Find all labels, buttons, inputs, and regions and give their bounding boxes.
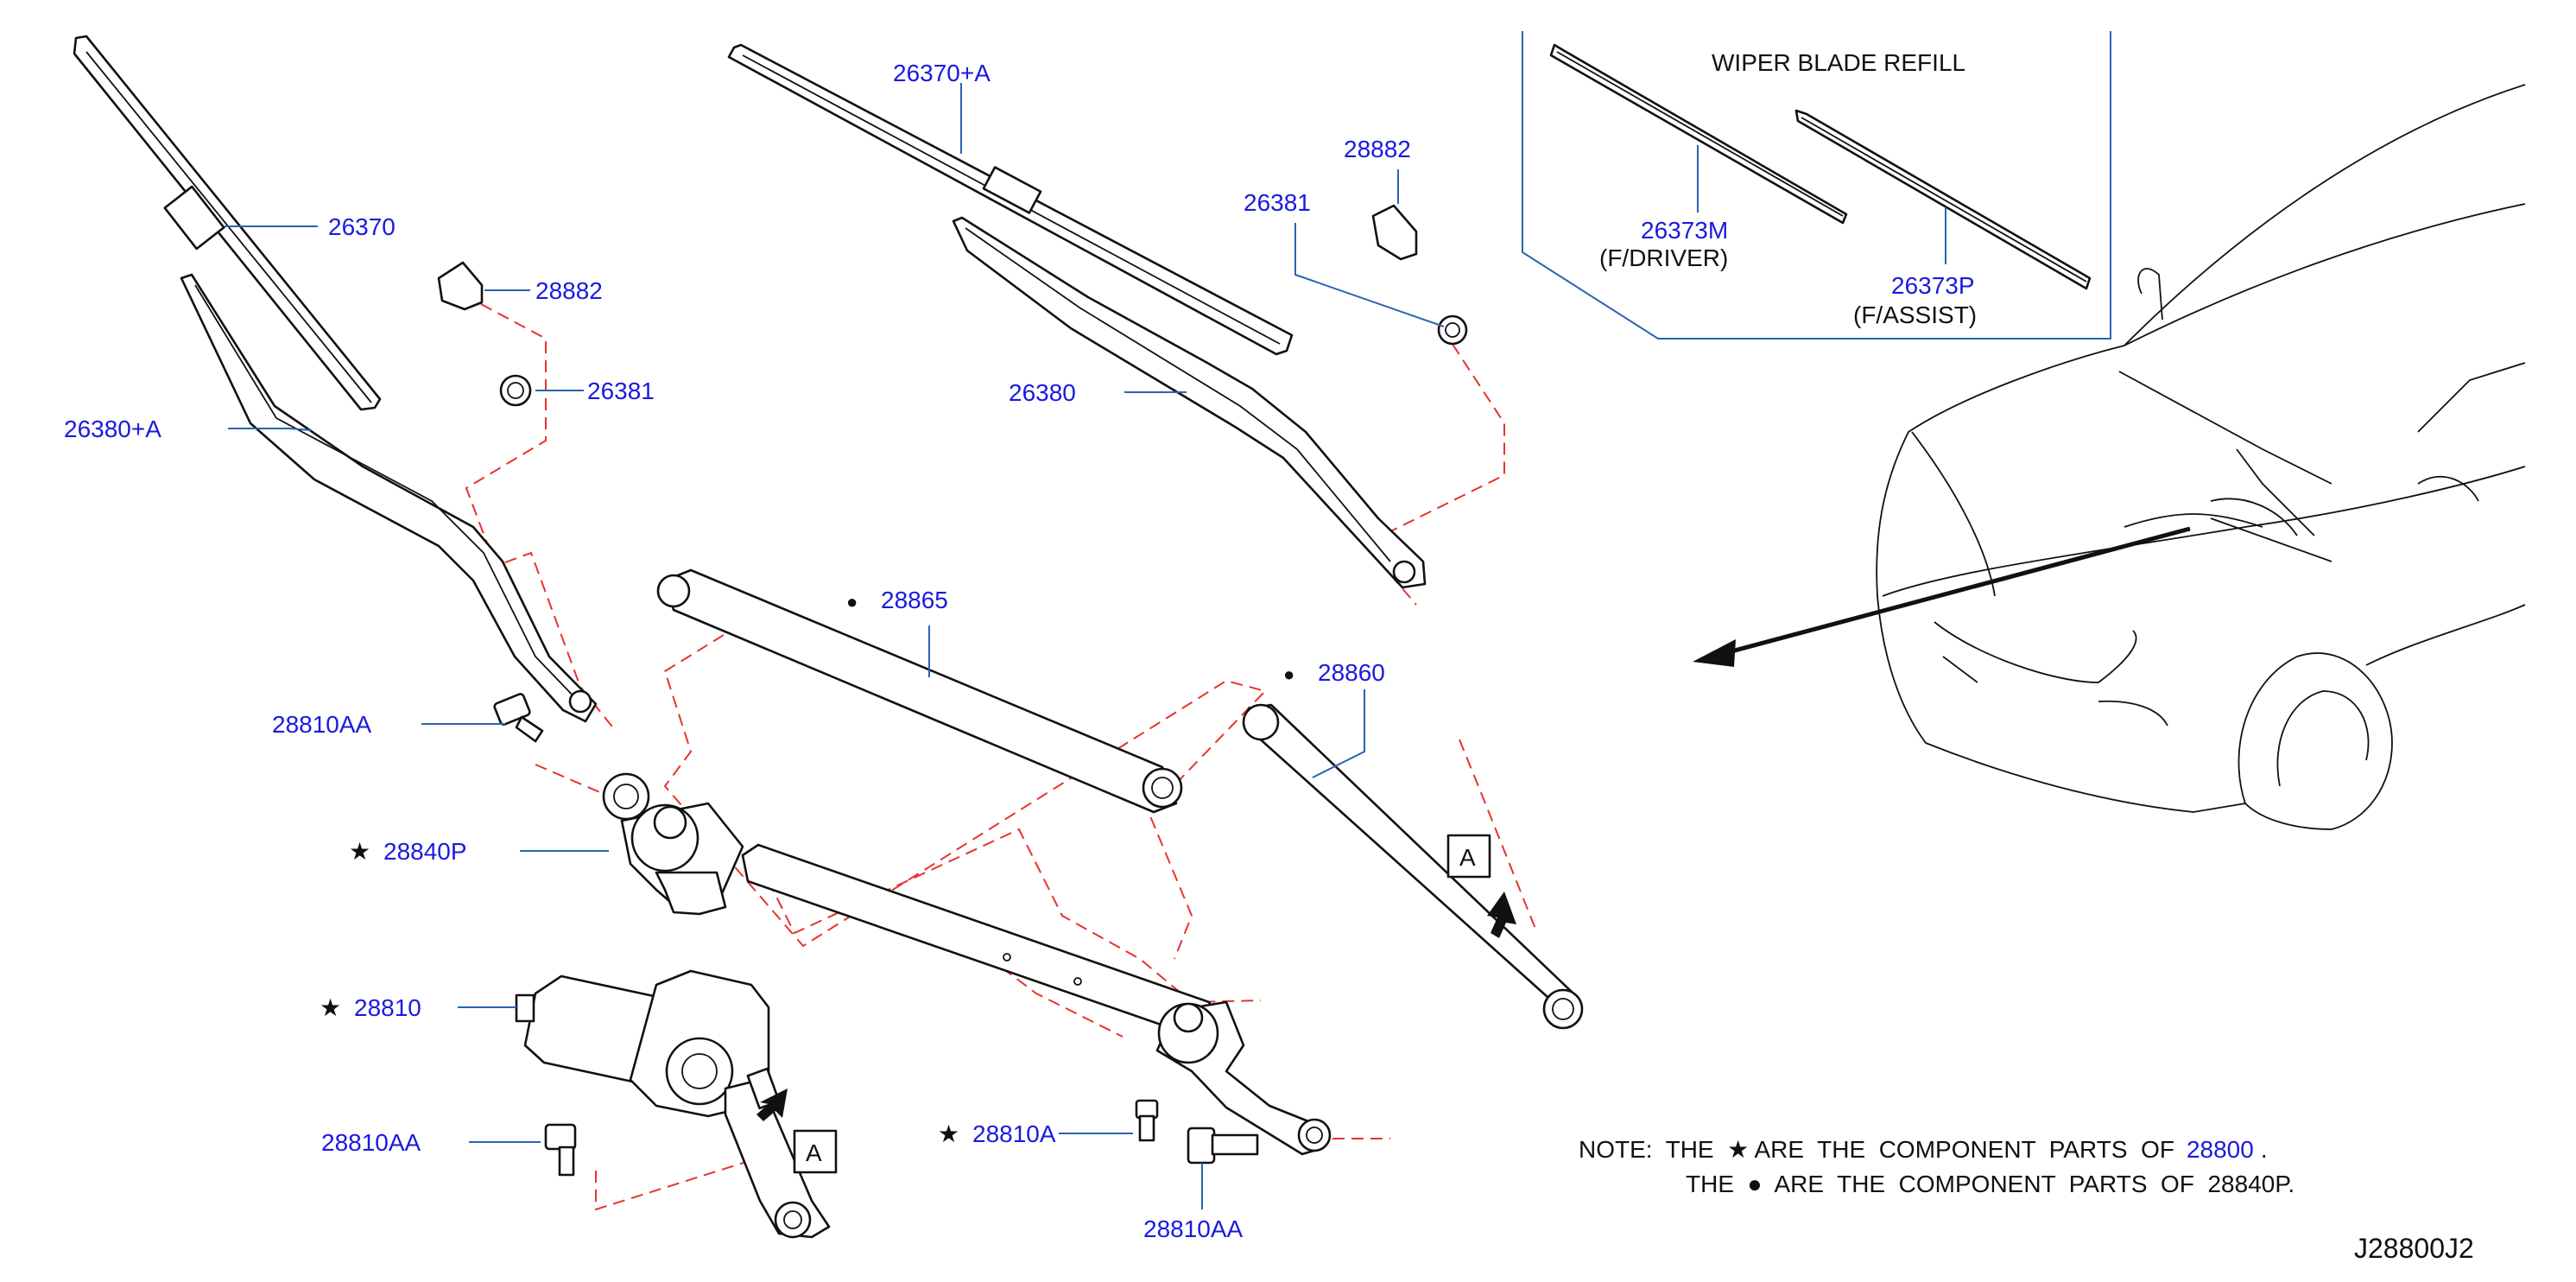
part-labels: 26370 28882 26381 26380+A 26370+A 28882 … (64, 60, 1411, 1242)
pivot-assembly[interactable] (602, 772, 1332, 1156)
refill-strip-assist[interactable] (1794, 109, 2092, 290)
leader-lines (225, 83, 1445, 1209)
part-label-26381-left[interactable]: 26381 (587, 378, 655, 404)
dot-symbol-28865: ● (846, 591, 858, 612)
refill-box: WIPER BLADE REFILL 26373M (F/DRIVER) 263… (1522, 31, 2111, 340)
view-a-marker-right[interactable]: A (1446, 834, 1516, 938)
note-line-1-prefix: NOTE: THE ★ ARE THE COMPONENT PARTS OF (1579, 1136, 2174, 1163)
part-label-28882-left[interactable]: 28882 (535, 277, 603, 304)
link-rod-right[interactable] (1242, 703, 1584, 1030)
refill-driver-note: (F/DRIVER) (1599, 244, 1728, 271)
vehicle-illustration (1876, 84, 2526, 830)
part-label-26373M[interactable]: 26373M (1641, 217, 1728, 244)
star-symbol-28840P: ★ (349, 838, 370, 865)
part-label-28810AA-bottom[interactable]: 28810AA (1143, 1215, 1244, 1242)
part-label-28810[interactable]: 28810 (354, 994, 421, 1021)
part-label-28865[interactable]: 28865 (881, 587, 948, 613)
note-line-1-ref[interactable]: 28800 (2187, 1136, 2254, 1163)
wiper-blade-right[interactable] (727, 43, 1294, 356)
wiper-blade-left[interactable] (73, 35, 382, 411)
view-a-marker-left[interactable]: A (756, 1088, 838, 1174)
refill-box-title: WIPER BLADE REFILL (1712, 49, 1965, 76)
dot-symbol-28860: ● (1283, 663, 1294, 685)
part-label-28882-right[interactable]: 28882 (1344, 136, 1411, 162)
star-symbol-28810: ★ (320, 994, 341, 1021)
bolt-28810AA-upper[interactable] (493, 693, 544, 743)
part-label-28810AA-upper[interactable]: 28810AA (272, 711, 372, 738)
part-label-26373P[interactable]: 26373P (1891, 272, 1975, 299)
cap-left[interactable] (437, 261, 484, 311)
note-line-2: THE ● ARE THE COMPONENT PARTS OF 28840P. (1686, 1171, 2294, 1197)
component-note: NOTE: THE ★ ARE THE COMPONENT PARTS OF 28… (1579, 1136, 2294, 1197)
link-rod-upper[interactable] (656, 568, 1183, 814)
view-a-label-left: A (806, 1139, 822, 1166)
nut-right[interactable] (1437, 314, 1468, 346)
part-label-28810AA-lower[interactable]: 28810AA (321, 1129, 421, 1156)
diagram-code: J28800J2 (2354, 1233, 2474, 1264)
refill-assist-note: (F/ASSIST) (1853, 301, 1977, 328)
nut-left[interactable] (499, 374, 532, 407)
view-a-label-right: A (1459, 844, 1476, 871)
wiper-arm-left[interactable] (180, 273, 598, 723)
part-label-28860[interactable]: 28860 (1318, 659, 1385, 686)
part-label-26380A[interactable]: 26380+A (64, 416, 161, 442)
part-label-26370A[interactable]: 26370+A (893, 60, 991, 86)
refill-strip-driver[interactable] (1549, 43, 1848, 225)
link-rod-main[interactable] (741, 843, 1226, 1042)
wiper-arm-right[interactable] (952, 216, 1427, 589)
bolt-28810AA-lower[interactable] (544, 1123, 577, 1177)
part-label-26370[interactable]: 26370 (328, 213, 396, 240)
part-label-26380[interactable]: 26380 (1009, 379, 1076, 406)
star-symbol-28810A: ★ (938, 1120, 959, 1147)
part-label-28810A[interactable]: 28810A (972, 1120, 1056, 1147)
bolt-28810AA-bottom[interactable] (1187, 1127, 1259, 1165)
note-line-1-end: . (2261, 1136, 2268, 1163)
part-label-28840P[interactable]: 28840P (383, 838, 467, 865)
wiper-motor[interactable] (515, 969, 831, 1239)
direction-arrow (1693, 526, 2191, 667)
cap-right[interactable] (1371, 204, 1418, 261)
note-line-1: NOTE: THE ★ ARE THE COMPONENT PARTS OF 28… (1579, 1136, 2268, 1163)
bolt-28810A[interactable] (1135, 1099, 1159, 1142)
part-label-26381-right[interactable]: 26381 (1244, 189, 1311, 216)
